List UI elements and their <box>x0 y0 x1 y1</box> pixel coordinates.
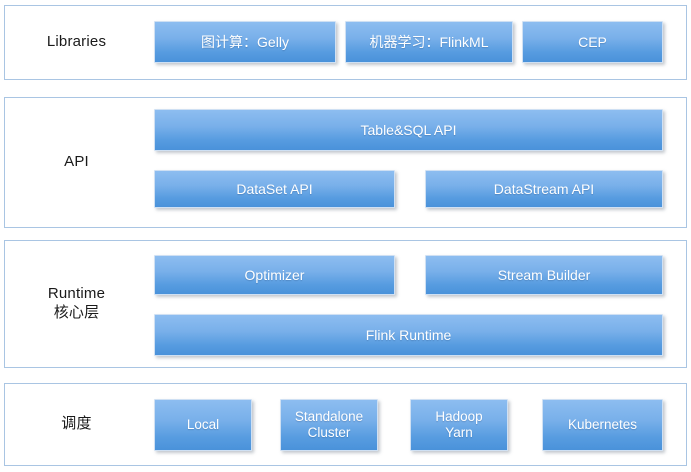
layer-label-runtime: Runtime 核心层 <box>47 285 106 321</box>
layer-body-api: Table&SQL API DataSet API DataStream API <box>148 98 686 227</box>
component-box-dataset-api[interactable]: DataSet API <box>154 170 395 208</box>
component-box-table-sql-api[interactable]: Table&SQL API <box>154 109 663 151</box>
component-box-stream-builder[interactable]: Stream Builder <box>425 255 663 295</box>
layer-panel-scheduling: 调度 Local Standalone Cluster Hadoop Yarn … <box>4 383 687 466</box>
component-box-optimizer[interactable]: Optimizer <box>154 255 395 295</box>
layer-body-scheduling: Local Standalone Cluster Hadoop Yarn Kub… <box>148 384 686 465</box>
layer-label-libraries: Libraries <box>46 33 107 51</box>
layer-body-libraries: 图计算：Gelly 机器学习：FlinkML CEP <box>148 6 686 79</box>
component-box-kubernetes[interactable]: Kubernetes <box>542 399 663 451</box>
component-box-datastream-api[interactable]: DataStream API <box>425 170 663 208</box>
component-box-hadoop-yarn[interactable]: Hadoop Yarn <box>410 399 508 451</box>
layer-panel-libraries: Libraries 图计算：Gelly 机器学习：FlinkML CEP <box>4 5 687 80</box>
layer-body-runtime: Optimizer Stream Builder Flink Runtime <box>148 241 686 367</box>
layer-label-api: API <box>64 153 89 171</box>
component-box-flinkml[interactable]: 机器学习：FlinkML <box>345 21 513 63</box>
component-box-gelly[interactable]: 图计算：Gelly <box>154 21 336 63</box>
component-box-local[interactable]: Local <box>154 399 252 451</box>
layer-panel-runtime: Runtime 核心层 Optimizer Stream Builder Fli… <box>4 240 687 368</box>
component-box-standalone-cluster[interactable]: Standalone Cluster <box>280 399 378 451</box>
layer-label-scheduling: 调度 <box>61 415 92 433</box>
layer-panel-api: API Table&SQL API DataSet API DataStream… <box>4 97 687 228</box>
component-box-flink-runtime[interactable]: Flink Runtime <box>154 314 663 356</box>
component-box-cep[interactable]: CEP <box>522 21 663 63</box>
